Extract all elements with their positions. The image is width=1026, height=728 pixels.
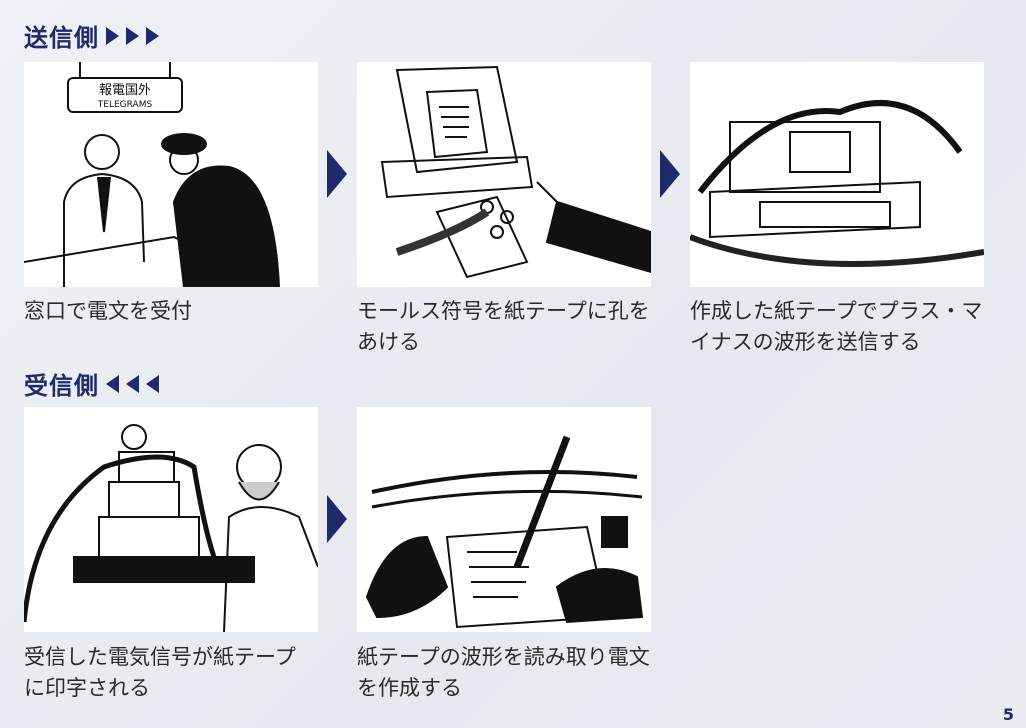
step-caption: 窓口で電文を受付 (24, 299, 192, 323)
sign-subtext: TELEGRAMS (97, 100, 153, 110)
illustration-tape-printer (24, 407, 318, 632)
step-caption: 紙テープの波形を読み取り電文を作成する (357, 645, 650, 700)
arrow-right-icon (146, 26, 159, 45)
illustration-decoding-tape (357, 407, 651, 632)
sign-text: 報電国外 (99, 83, 151, 98)
page-number: 5 (1002, 705, 1014, 724)
receive-side-heading: 受信側 (24, 366, 159, 401)
receive-side-title: 受信側 (24, 372, 99, 400)
illustration-tape-punching (357, 62, 651, 287)
arrow-right-icon (126, 26, 139, 45)
arrow-left-icon (146, 374, 159, 393)
send-side-title: 送信側 (24, 24, 99, 52)
step-caption: モールス符号を紙テープに孔をあける (357, 299, 650, 354)
illustration-reception-counter: 報電国外 TELEGRAMS (24, 62, 318, 287)
arrow-right-icon (106, 26, 119, 45)
arrow-left-icon (106, 374, 119, 393)
step-caption: 受信した電気信号が紙テープに印字される (24, 645, 296, 700)
arrow-left-icon (126, 374, 139, 393)
send-side-heading: 送信側 (24, 18, 159, 53)
step-arrow-icon (327, 495, 347, 543)
illustration-tape-transmitter (690, 62, 984, 287)
step-caption: 作成した紙テープでプラス・マイナスの波形を送信する (690, 299, 983, 354)
step-arrow-icon (327, 150, 347, 198)
step-arrow-icon (660, 150, 680, 198)
